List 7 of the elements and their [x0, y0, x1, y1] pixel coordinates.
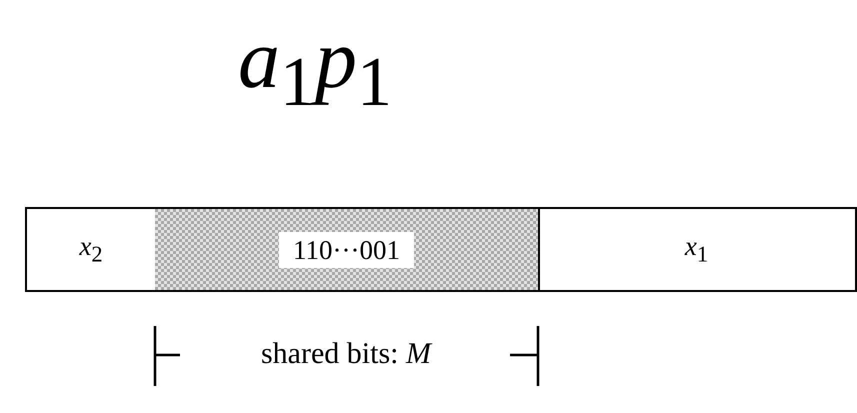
bit-pattern-label: 110···001 — [279, 232, 414, 268]
hatched-field-cell — [155, 207, 540, 292]
dimension-label: shared bits: M — [261, 336, 431, 372]
field-label: x$_{2}$ — [79, 231, 103, 268]
field-label: x$_{1}$ — [684, 231, 708, 268]
title: a$_{1}$p$_{1}$ — [237, 12, 393, 123]
field-cell — [538, 207, 857, 292]
